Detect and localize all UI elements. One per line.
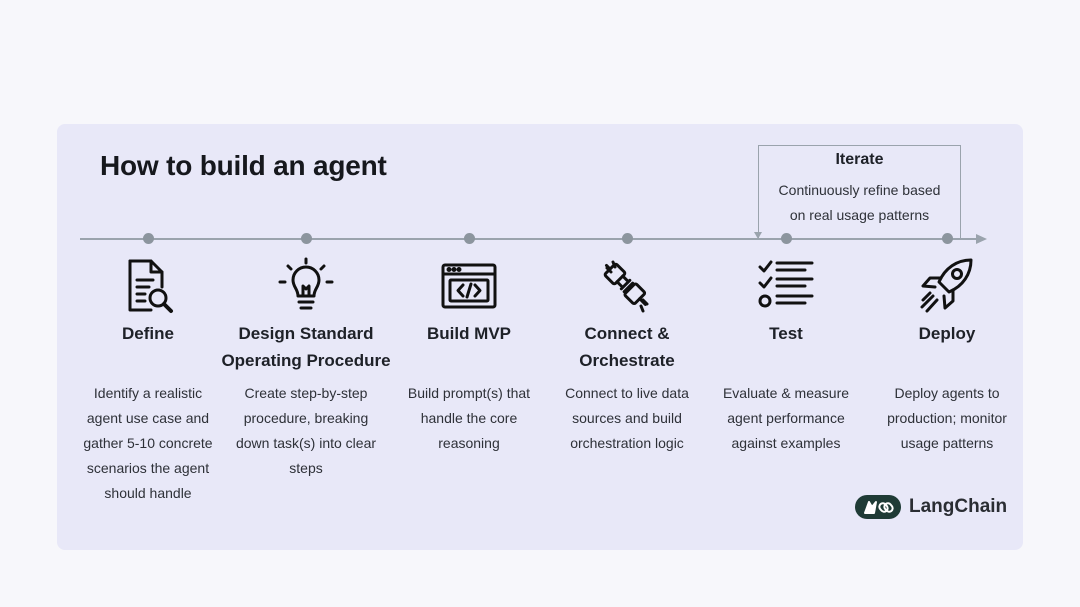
- langchain-logo: LangChain: [855, 494, 1007, 520]
- step-title: Define: [58, 320, 238, 347]
- step-title: Build MVP: [379, 320, 559, 347]
- iterate-description: Continuously refine based on real usage …: [758, 178, 961, 228]
- timeline-dot: [780, 233, 792, 244]
- step-desc-line: usage patterns: [900, 435, 994, 451]
- step-desc-line: reasoning: [438, 435, 500, 451]
- step-description: Evaluate & measure agent performance aga…: [713, 381, 859, 456]
- step-desc-line: Connect to live data: [565, 385, 689, 401]
- iterate-loop-arrow-icon: [754, 232, 762, 239]
- step-description: Deploy agents to production; monitor usa…: [874, 381, 1020, 456]
- step-title-line: Define: [122, 324, 174, 343]
- step-title-line: Orchestrate: [579, 351, 675, 370]
- step-desc-line: Build prompt(s) that: [407, 385, 531, 401]
- lightbulb-icon: [276, 256, 336, 316]
- timeline-dot: [463, 233, 475, 244]
- step-title-line: Design Standard: [238, 324, 374, 343]
- timeline-line: [80, 238, 980, 240]
- iterate-desc-line: Continuously refine based: [778, 182, 941, 198]
- plug-connect-icon: [597, 256, 657, 316]
- step-desc-line: scenarios the agent: [86, 460, 210, 476]
- step-title: Test: [696, 320, 876, 347]
- step-desc-line: down task(s) into clear: [235, 435, 377, 451]
- step-title: Connect & Orchestrate: [537, 320, 717, 374]
- timeline-arrowhead: [976, 234, 987, 244]
- step-desc-line: agent use case and: [86, 410, 210, 426]
- timeline-dot: [300, 233, 312, 244]
- step-title: Deploy: [857, 320, 1037, 347]
- iterate-desc-line: on real usage patterns: [789, 207, 930, 223]
- step-desc-line: against examples: [731, 435, 841, 451]
- step-desc-line: Deploy agents to: [894, 385, 1000, 401]
- step-desc-line: production; monitor: [887, 410, 1007, 426]
- checklist-icon: [756, 256, 816, 316]
- step-desc-line: orchestration logic: [570, 435, 684, 451]
- step-desc-line: handle the core: [420, 410, 518, 426]
- step-title-line: Connect &: [584, 324, 670, 343]
- logo-text: LangChain: [909, 496, 1008, 517]
- step-title-line: Test: [769, 324, 803, 343]
- step-desc-line: Evaluate & measure: [722, 385, 850, 401]
- step-desc-line: steps: [289, 460, 323, 476]
- step-desc-line: gather 5-10 concrete: [83, 435, 213, 451]
- iterate-title: Iterate: [835, 151, 884, 168]
- step-desc-line: procedure, breaking: [243, 410, 369, 426]
- document-search-icon: [118, 256, 178, 316]
- step-description: Identify a realistic agent use case and …: [68, 381, 228, 506]
- step-desc-line: Identify a realistic: [93, 385, 203, 401]
- step-description: Create step-by-step procedure, breaking …: [226, 381, 386, 481]
- iterate-loop-bracket: [758, 145, 961, 238]
- step-desc-line: should handle: [104, 485, 192, 501]
- timeline-dot: [142, 233, 154, 244]
- step-title-line: Build MVP: [426, 324, 512, 343]
- diagram-card: [57, 124, 1023, 550]
- page-title: How to build an agent: [100, 150, 387, 181]
- step-description: Connect to live data sources and build o…: [554, 381, 700, 456]
- langchain-logo-icon: [855, 495, 901, 519]
- step-title-line: Deploy: [918, 324, 976, 343]
- timeline-dot: [941, 233, 953, 244]
- step-desc-line: Create step-by-step: [244, 385, 368, 401]
- step-desc-line: agent performance: [727, 410, 845, 426]
- rocket-icon: [917, 256, 977, 316]
- code-window-icon: [439, 256, 499, 316]
- step-title: Design Standard Operating Procedure: [211, 320, 401, 374]
- step-desc-line: sources and build: [572, 410, 682, 426]
- step-description: Build prompt(s) that handle the core rea…: [396, 381, 542, 456]
- step-title-line: Operating Procedure: [221, 351, 391, 370]
- timeline-dot: [621, 233, 633, 244]
